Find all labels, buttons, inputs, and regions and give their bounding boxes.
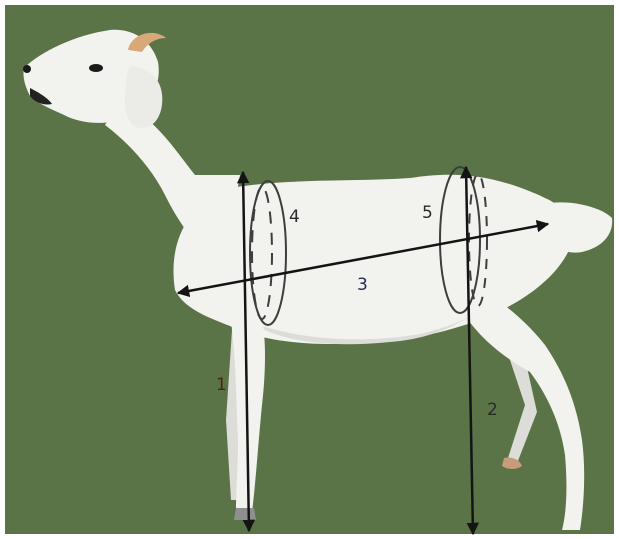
goat-nose xyxy=(23,65,31,73)
label-4: 4 xyxy=(289,207,300,227)
label-3: 3 xyxy=(357,275,368,295)
label-2: 2 xyxy=(487,400,498,420)
label-1: 1 xyxy=(216,375,227,395)
goat-front-hoof xyxy=(234,508,256,520)
goat-eye xyxy=(89,64,103,72)
label-5: 5 xyxy=(422,203,433,223)
